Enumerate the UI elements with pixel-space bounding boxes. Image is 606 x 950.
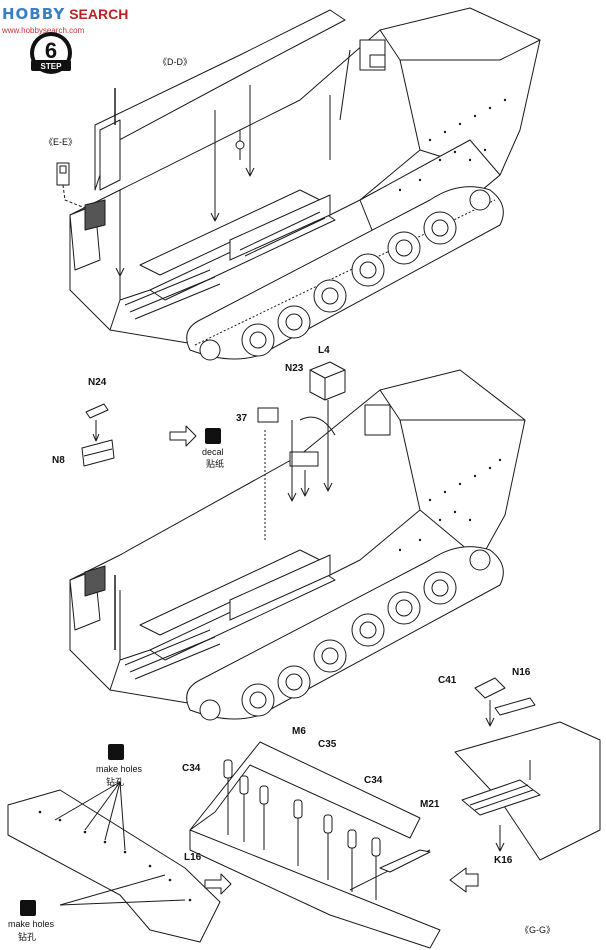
- label-l4: L4: [318, 345, 330, 356]
- label-decal-cn: 贴纸: [206, 459, 225, 469]
- drill-icon-2: [20, 900, 36, 916]
- label-make-holes-2: make holes: [8, 919, 55, 929]
- label-c34-left: C34: [182, 763, 201, 774]
- assembly-arrow-1: [169, 425, 197, 447]
- label-l16: L16: [184, 852, 202, 863]
- watermark-logo: HOBBY: [2, 5, 66, 23]
- plate-l16: [7, 781, 221, 943]
- step-label: STEP: [41, 62, 63, 71]
- label-dd: 《D-D》: [158, 57, 192, 67]
- vehicle-top: [56, 7, 541, 361]
- assembly-arrow-3: [449, 867, 479, 893]
- label-c41: C41: [438, 675, 457, 686]
- label-n8: N8: [52, 455, 65, 466]
- label-gg: 《G-G》: [520, 925, 555, 935]
- label-c34-right: C34: [364, 775, 383, 786]
- decal-icon: [205, 428, 221, 444]
- plate-m6: [189, 741, 441, 949]
- watermark: HOBBY SEARCH: [2, 2, 128, 26]
- step-badge: 6 STEP: [30, 32, 72, 74]
- drill-icon-1: [108, 744, 124, 760]
- label-make-holes-1-cn: 钻孔: [106, 777, 125, 787]
- label-decal: decal: [202, 447, 224, 457]
- label-ee: 《E-E》: [44, 137, 78, 147]
- watermark-text: SEARCH: [69, 6, 129, 22]
- label-c35: C35: [318, 739, 337, 750]
- detail-g-g: [454, 677, 601, 861]
- watermark-url: www.hobbysearch.com: [2, 26, 85, 35]
- label-n24: N24: [88, 377, 107, 388]
- assembly-arrow-2: [204, 873, 232, 895]
- label-m21: M21: [420, 799, 440, 810]
- part-l4: [309, 361, 346, 401]
- label-m6: M6: [292, 726, 306, 737]
- step-number: 6: [45, 38, 57, 63]
- label-n16: N16: [512, 667, 531, 678]
- label-make-holes-1: make holes: [96, 764, 143, 774]
- label-n23: N23: [285, 363, 304, 374]
- label-37: 37: [236, 413, 248, 424]
- vehicle-middle: [69, 369, 526, 721]
- label-make-holes-2-cn: 钻孔: [18, 932, 37, 942]
- part-n24-n8: [81, 403, 115, 467]
- label-k16: K16: [494, 855, 513, 866]
